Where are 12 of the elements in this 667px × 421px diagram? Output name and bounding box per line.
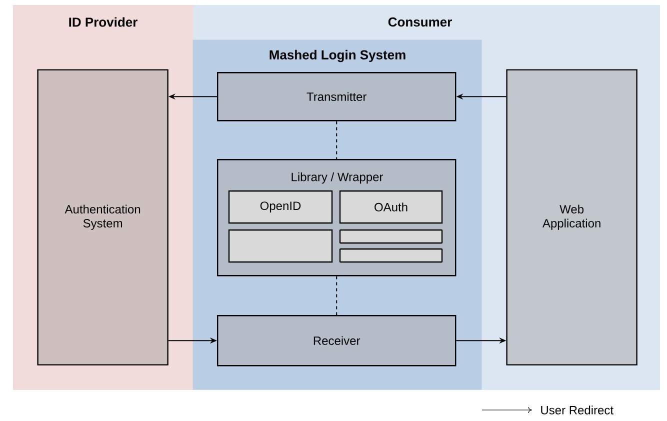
component-box: Transmitter [217, 72, 456, 122]
empty-box [228, 229, 333, 263]
component-box: OAuth [339, 190, 443, 224]
component-box: OpenID [228, 190, 333, 224]
component-box: Web Application [506, 69, 638, 366]
component-box: Receiver [217, 315, 456, 366]
connector-line [336, 276, 338, 316]
empty-bar [339, 229, 443, 244]
connector-line [336, 120, 338, 160]
empty-bar [339, 248, 443, 263]
legend-label: User Redirect [541, 406, 614, 414]
component-box: Authentication System [37, 69, 168, 366]
